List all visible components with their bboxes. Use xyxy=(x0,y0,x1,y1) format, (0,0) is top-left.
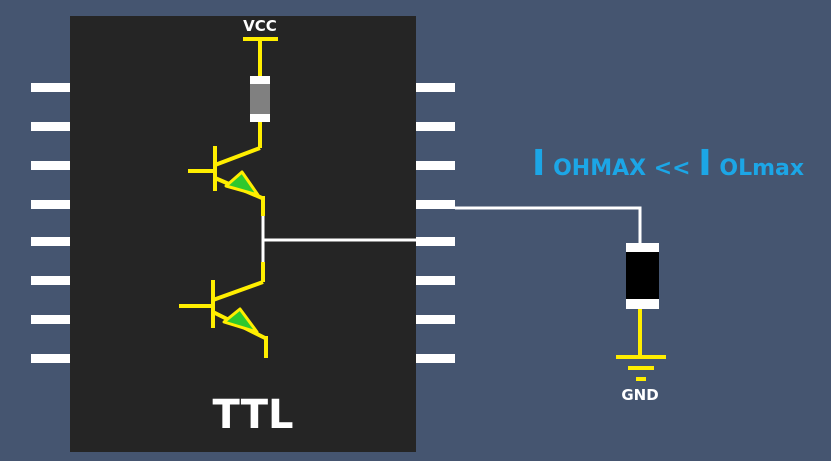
chip-pin xyxy=(416,237,455,246)
chip-pin xyxy=(31,276,70,285)
eq-left-sub: OHMAX xyxy=(553,156,646,181)
chip-pin xyxy=(416,83,455,92)
eq-operator: << xyxy=(654,156,691,181)
chip-pin xyxy=(31,200,70,209)
chip-pin xyxy=(31,161,70,170)
chip-pin xyxy=(31,354,70,363)
chip-pin xyxy=(31,237,70,246)
left-pins xyxy=(31,83,70,363)
eq-right-sub: OLmax xyxy=(719,156,804,181)
chip-pin xyxy=(416,354,455,363)
chip-pin xyxy=(31,315,70,324)
eq-left-symbol: I xyxy=(532,143,545,184)
eq-right-symbol: I xyxy=(698,143,711,184)
chip-pin xyxy=(416,276,455,285)
vcc-label: VCC xyxy=(243,17,277,35)
chip-pin xyxy=(416,122,455,131)
chip-label: TTL xyxy=(213,392,294,438)
lower-emitter-arrow xyxy=(222,307,259,334)
right-pins xyxy=(416,83,455,363)
chip-pin xyxy=(31,122,70,131)
load-resistor xyxy=(626,243,659,309)
chip-pin xyxy=(416,315,455,324)
pull-up-resistor xyxy=(250,76,270,122)
gnd-label: GND xyxy=(621,386,658,404)
upper-emitter-arrow xyxy=(224,170,260,197)
chip-pin xyxy=(416,161,455,170)
current-equation: I OHMAX << I OLmax xyxy=(532,143,804,184)
chip-body xyxy=(70,16,416,452)
chip-pin xyxy=(31,83,70,92)
output-pin xyxy=(416,200,455,209)
ground-icon xyxy=(616,355,666,381)
load-wire xyxy=(455,206,642,244)
